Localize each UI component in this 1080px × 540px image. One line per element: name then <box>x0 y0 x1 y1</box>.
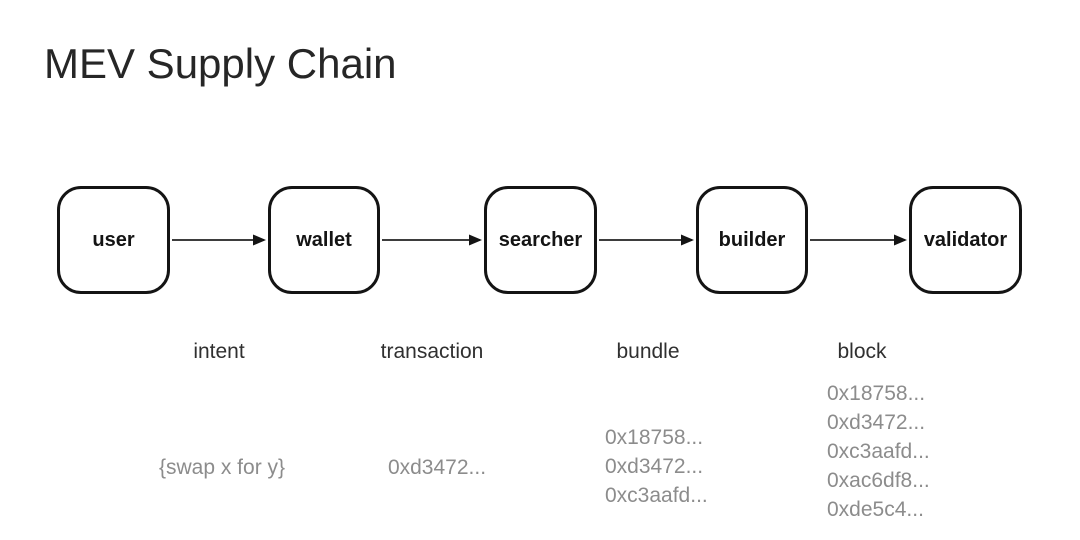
block-hash-item: 0xd3472... <box>827 411 926 434</box>
node-validator: validator <box>909 186 1022 294</box>
bundle-hash-item: 0xc3aafd... <box>605 484 708 507</box>
flow-label-transaction: transaction <box>380 340 484 363</box>
example-bundle-hash-list: 0x18758... 0xd3472... 0xc3aafd... <box>605 423 708 510</box>
block-hash-item: 0xde5c4... <box>827 498 924 521</box>
block-hash-item: 0xc3aafd... <box>827 440 930 463</box>
bundle-hash-item: 0x18758... <box>605 426 704 449</box>
node-validator-label: validator <box>923 228 1008 251</box>
example-transaction-hash: 0xd3472... <box>387 456 487 479</box>
block-hash-item: 0xac6df8... <box>827 469 930 492</box>
bundle-hash-item: 0xd3472... <box>605 455 704 478</box>
node-user: user <box>57 186 170 294</box>
node-builder: builder <box>696 186 808 294</box>
example-block-hash-list: 0x18758... 0xd3472... 0xc3aafd... 0xac6d… <box>827 379 930 524</box>
node-wallet-label: wallet <box>296 228 352 251</box>
flow-label-block: block <box>837 340 887 363</box>
node-user-label: user <box>92 228 135 251</box>
node-builder-label: builder <box>718 228 786 251</box>
node-searcher-label: searcher <box>498 228 583 251</box>
block-hash-item: 0x18758... <box>827 382 926 405</box>
node-wallet: wallet <box>268 186 380 294</box>
flow-label-intent: intent <box>193 340 245 363</box>
example-intent-payload: {swap x for y} <box>158 456 286 479</box>
diagram-title: MEV Supply Chain <box>44 40 397 87</box>
node-searcher: searcher <box>484 186 597 294</box>
flow-label-bundle: bundle <box>616 340 680 363</box>
